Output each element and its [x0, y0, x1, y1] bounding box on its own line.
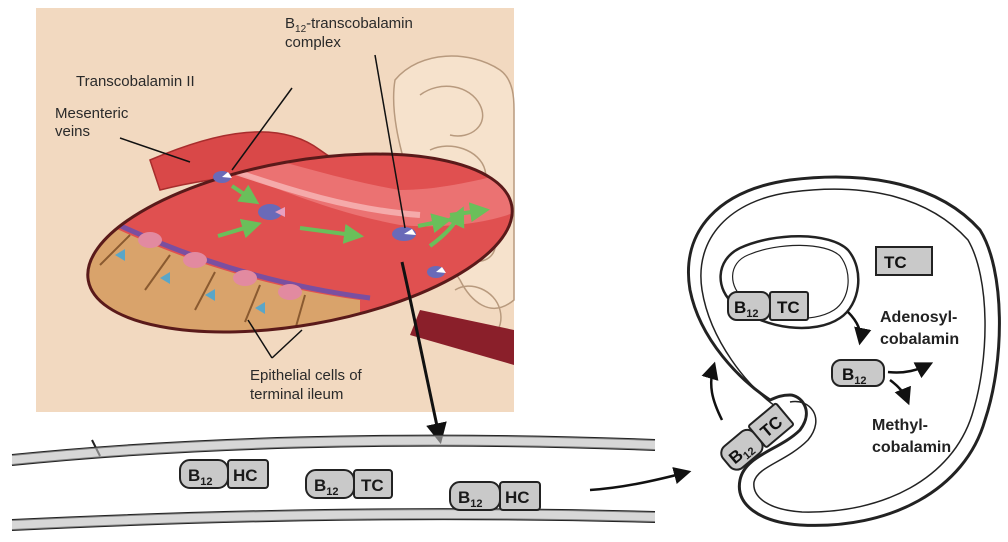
vessel-complex-1: B12 HC	[180, 460, 268, 488]
mesenteric-label-line1: Mesenteric	[55, 105, 129, 122]
free-tc-box: TC	[876, 247, 932, 275]
target-cell: B12 TC TC B12 TC B12 Adenosyl- cobala	[688, 177, 999, 525]
svg-text:TC: TC	[361, 476, 384, 495]
epithelial-label-line1: Epithelial cells of	[250, 367, 363, 384]
epithelial-label-line2: terminal ileum	[250, 386, 343, 403]
svg-text:HC: HC	[505, 488, 530, 507]
illustration-panel: B12-transcobalamin complex Transcobalami…	[36, 8, 526, 412]
internalization-arrow	[711, 365, 722, 420]
svg-text:HC: HC	[233, 466, 258, 485]
vessel-complex-3: B12 HC	[450, 482, 540, 510]
uptake-arrow	[590, 472, 688, 490]
cell-membrane	[688, 177, 999, 525]
adenosyl-label-line1: Adenosyl-	[880, 309, 957, 326]
mesenteric-label-line2: veins	[55, 123, 90, 140]
vessel-complex-2: B12 TC	[306, 470, 392, 498]
endosome-complex: B12 TC	[728, 292, 808, 320]
methyl-label-line1: Methyl-	[872, 417, 928, 434]
transcobalamin-label: Transcobalamin II	[76, 73, 195, 90]
complex-label-line2: complex	[285, 34, 341, 51]
adenosyl-label-line2: cobalamin	[880, 331, 959, 348]
free-b12-box: B12	[832, 360, 884, 387]
methyl-label-line2: cobalamin	[872, 439, 951, 456]
svg-text:TC: TC	[777, 298, 800, 317]
svg-text:TC: TC	[884, 253, 907, 272]
